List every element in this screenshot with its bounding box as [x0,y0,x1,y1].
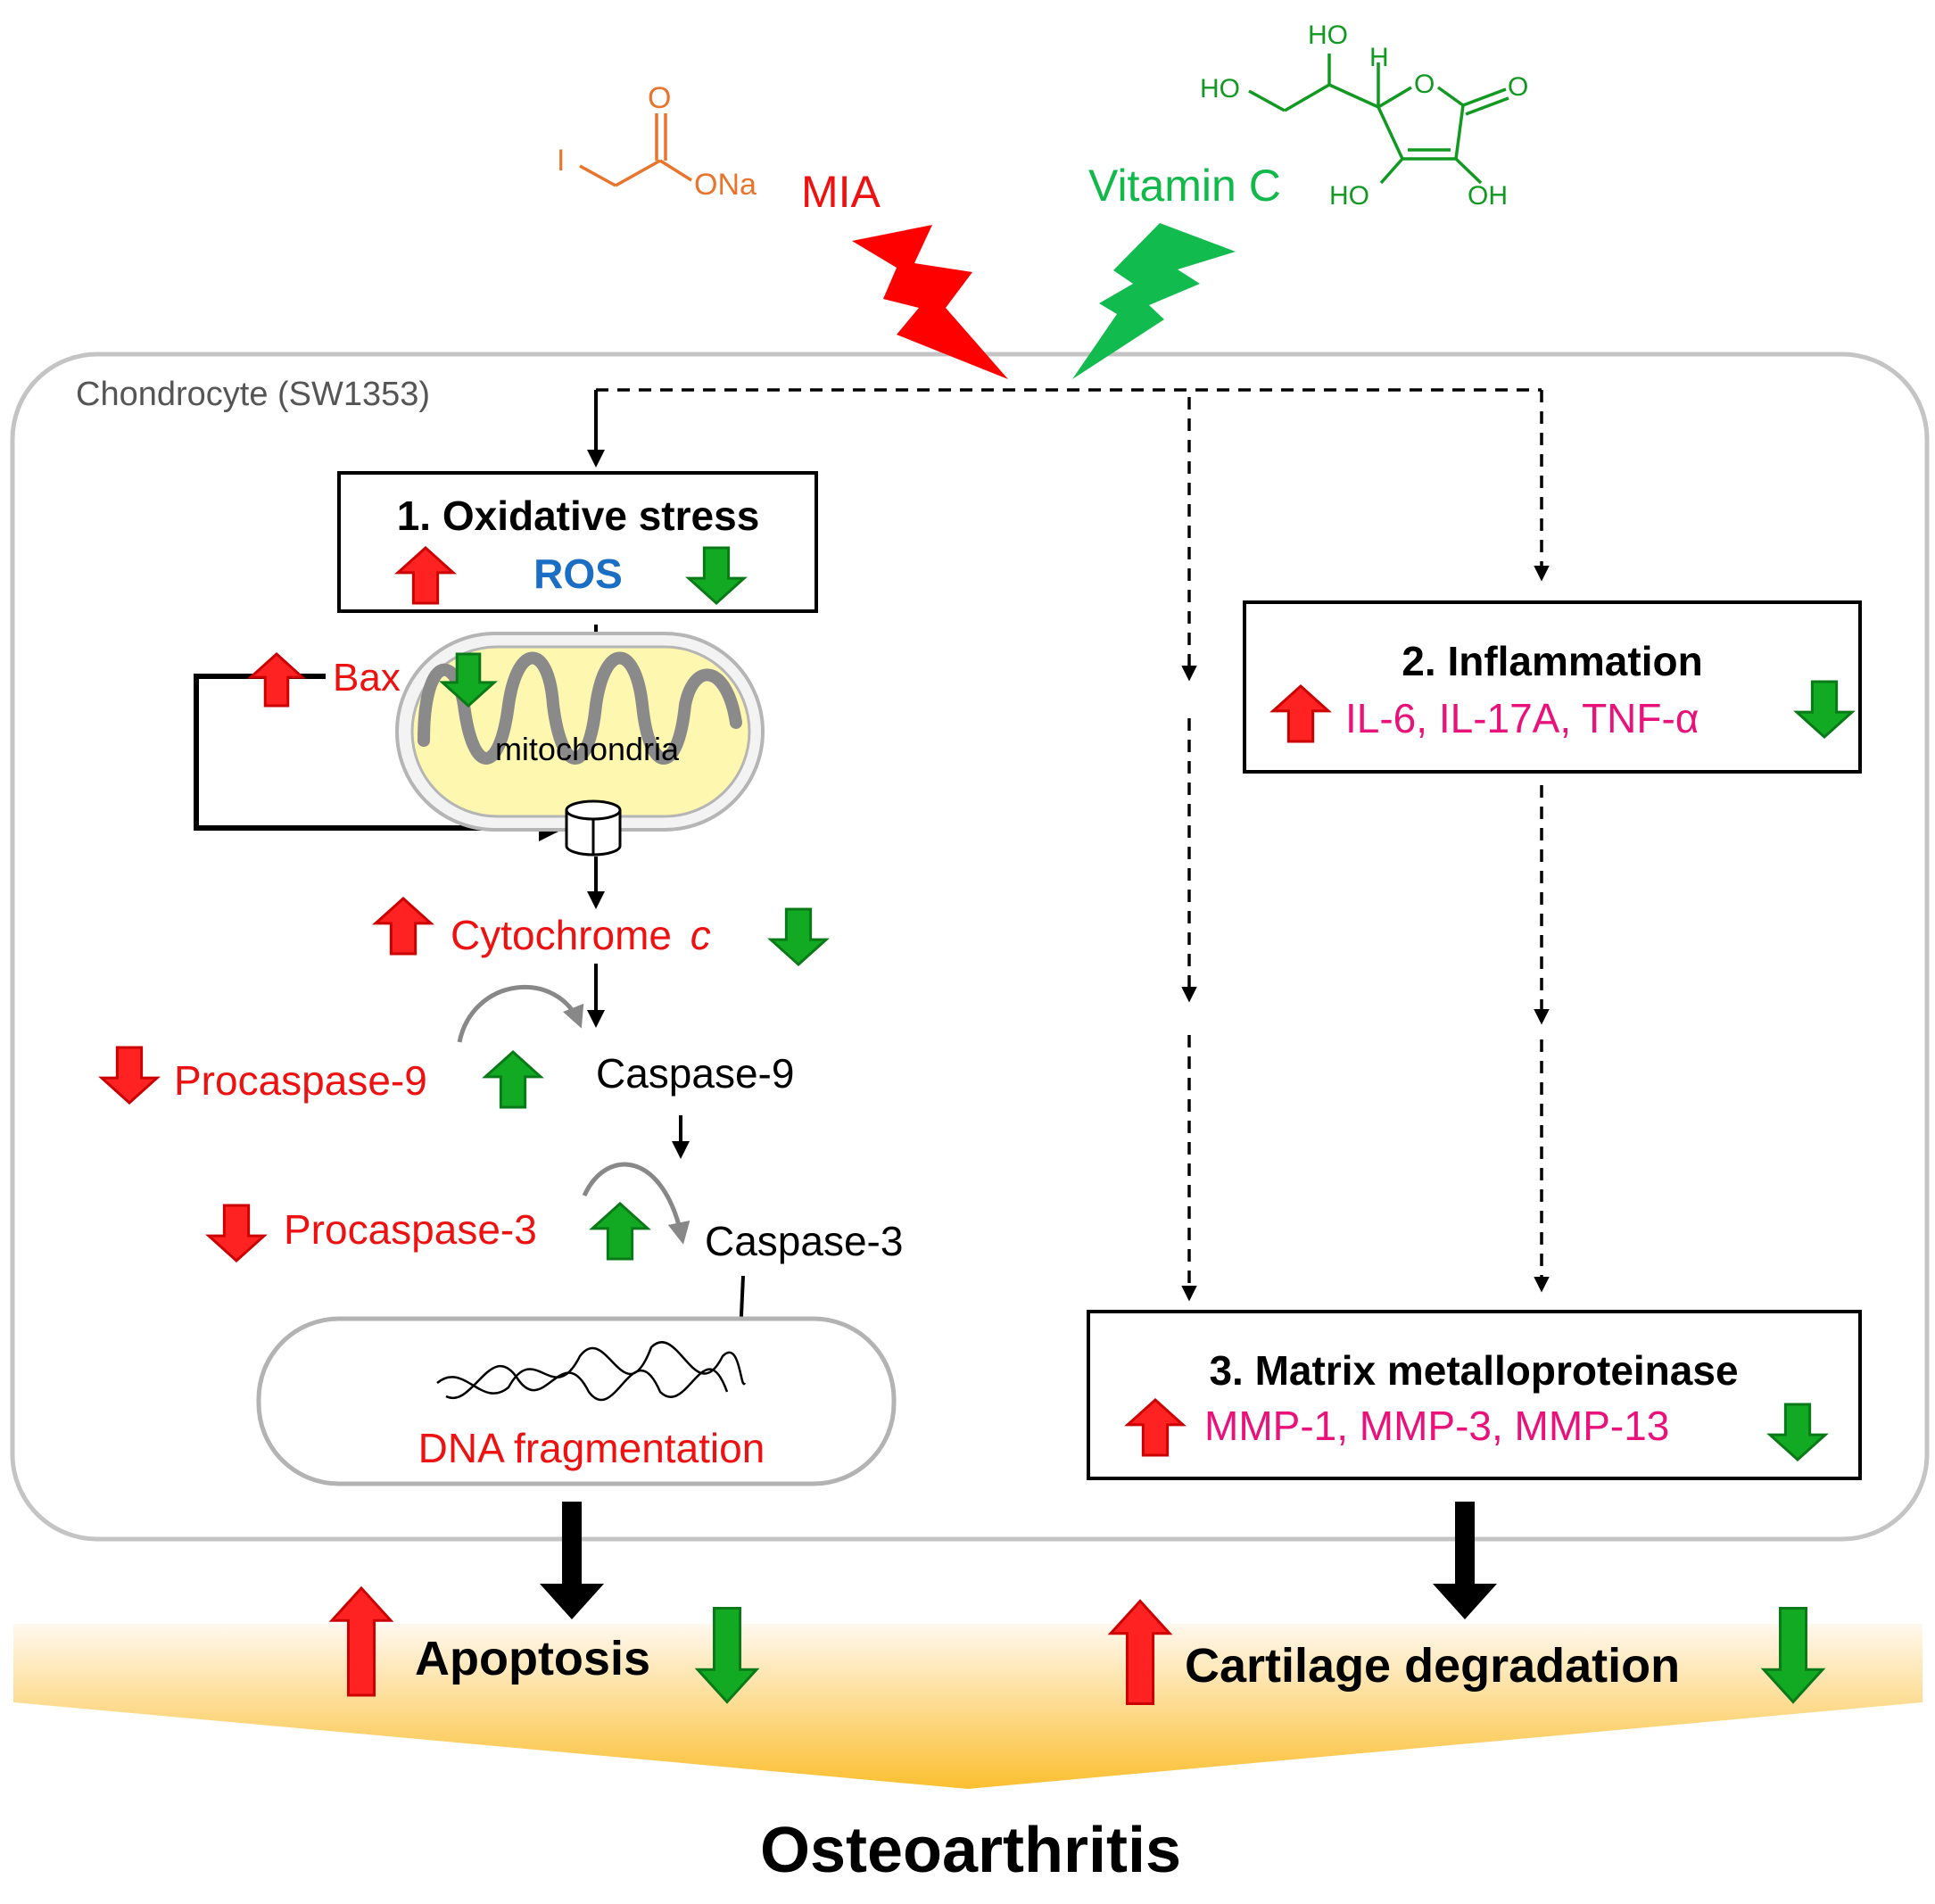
procaspase3-conversion-arrow [582,1162,690,1245]
inflammation-up-arrow [1269,683,1332,743]
dashed-distribution [596,388,1550,1302]
mmp-up-arrow [1124,1397,1187,1457]
cartilage-up-arrow [1107,1599,1173,1705]
mia-ona: ONa [694,168,757,202]
apoptosis-up-arrow [328,1585,394,1697]
vitc-ho-left: HO [1200,74,1240,103]
bax-up-arrow [247,651,306,708]
ros-up-arrow [394,545,457,605]
vitc-oh-bottom: OH [1468,181,1508,211]
vitamin-c-label: Vitamin C [1088,161,1281,211]
ros-down-arrow [685,546,748,606]
osteoarthritis-funnel [13,1624,1923,1789]
mmp-box [1087,1310,1862,1480]
cytochrome-c-label: Cytochrome c [451,915,711,956]
cytochrome-up-arrow [372,896,434,956]
procaspase9-up-arrow [482,1049,544,1109]
cartilage-degradation-label: Cartilage degradation [1185,1639,1681,1693]
oxidative-stress-title: 1. Oxidative stress [396,493,760,539]
mia-label: MIA [801,167,881,217]
procaspase9-down-arrow [98,1046,161,1105]
inflammation-box [1243,600,1862,774]
vitc-o-keto: O [1508,72,1529,102]
vitc-ho-bottom: HO [1329,181,1369,211]
cartilage-down-arrow [1760,1607,1826,1704]
dna-fragmentation-label: DNA fragmentation [418,1425,765,1471]
vitc-ho-top: HO [1308,21,1348,50]
vitamin-c-lightning-icon [1072,223,1236,379]
mmp-down-arrow [1766,1403,1829,1462]
nucleus-outline [256,1316,897,1486]
cytochrome-down-arrow [767,907,830,967]
procaspase3-up-arrow [589,1201,651,1261]
bax-down-arrow [439,652,498,708]
inflammation-items: IL-6, IL-17A, TNF-α [1345,695,1699,741]
apoptosis-down-arrow [694,1607,760,1704]
cytochrome-italic: c [690,912,711,958]
procaspase3-label: Procaspase-3 [284,1206,537,1253]
mia-structure [579,113,692,187]
apoptosis-label: Apoptosis [415,1632,650,1685]
ros-label: ROS [533,551,623,597]
caspase9-label: Caspase-9 [596,1050,795,1097]
membrane-pore-icon [565,799,622,857]
dna-helix-icon [436,1341,747,1402]
cell-label: Chondrocyte (SW1353) [76,376,431,413]
mmp-title: 3. Matrix metalloproteinase [1209,1347,1739,1394]
procaspase3-down-arrow [205,1204,268,1263]
mia-atom-o: O [648,81,672,115]
osteoarthritis-label: Osteoarthritis [759,1815,1182,1886]
caspase3-label: Caspase-3 [705,1218,904,1264]
mia-atom-i: I [557,144,566,178]
vitamin-c-structure [1248,54,1509,185]
cytochrome-text: Cytochrome [451,912,672,958]
mia-lightning-icon [852,225,1008,379]
inflammation-title: 2. Inflammation [1402,638,1703,684]
procaspase9-conversion-arrow [457,984,584,1043]
mmp-items: MMP-1, MMP-3, MMP-13 [1204,1403,1670,1449]
outcome-arrows [540,1502,1497,1619]
bax-label: Bax [333,656,401,700]
mitochondria-label: mitochondria [494,731,680,767]
vitc-o-ring: O [1414,70,1435,99]
inflammation-down-arrow [1793,680,1856,740]
arrow-layer [98,545,1856,1705]
procaspase9-label: Procaspase-9 [174,1057,427,1104]
vitc-h: H [1369,43,1389,72]
